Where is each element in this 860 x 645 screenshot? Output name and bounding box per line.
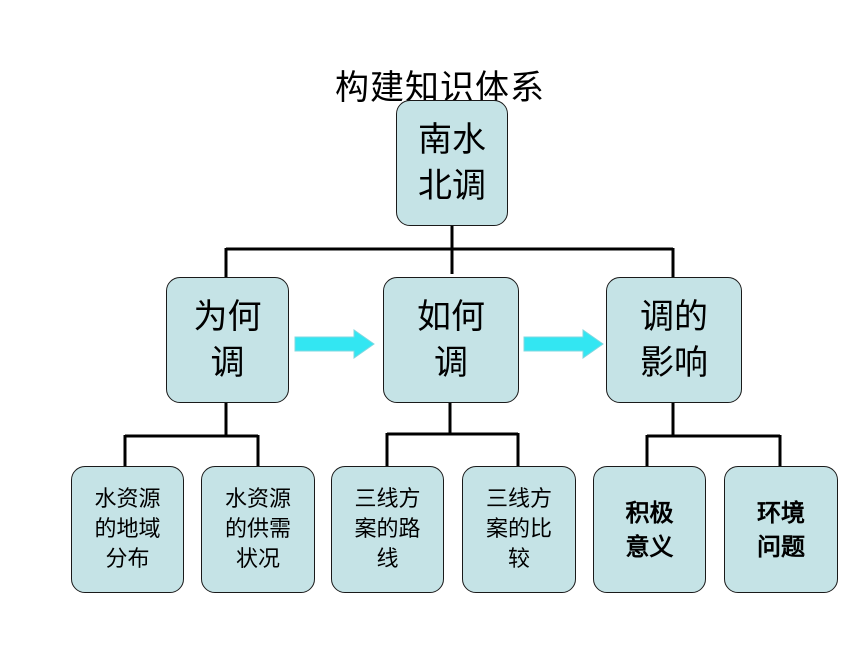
- node-root: 南水北调: [396, 100, 508, 226]
- node-level1-impact-label: 调的影响: [640, 297, 708, 383]
- node-leaf-water-distribution: 水资源的地域分布: [71, 466, 184, 593]
- node-leaf-three-routes: 三线方案的路线: [331, 466, 444, 593]
- node-leaf-three-compare: 三线方案的比较: [462, 466, 576, 593]
- node-leaf-water-distribution-label: 水资源的地域分布: [94, 486, 161, 572]
- node-root-label: 南水北调: [418, 120, 486, 206]
- node-leaf-positive-label: 积极意义: [625, 498, 674, 561]
- node-leaf-three-compare-label: 三线方案的比较: [485, 486, 552, 572]
- node-leaf-positive: 积极意义: [593, 466, 706, 593]
- flow-arrow-1: [294, 329, 375, 359]
- node-leaf-water-supply-demand-label: 水资源的供需状况: [224, 486, 291, 572]
- node-leaf-environment: 环境问题: [724, 466, 838, 593]
- node-level1-how-label: 如何调: [417, 297, 485, 383]
- node-leaf-water-supply-demand: 水资源的供需状况: [201, 466, 315, 593]
- node-level1-why: 为何调: [166, 277, 289, 403]
- node-leaf-three-routes-label: 三线方案的路线: [354, 486, 421, 572]
- node-level1-why-label: 为何调: [193, 297, 262, 383]
- node-leaf-environment-label: 环境问题: [757, 498, 805, 561]
- node-level1-how: 如何调: [383, 277, 519, 403]
- flow-arrow-2: [523, 329, 604, 359]
- node-level1-impact: 调的影响: [606, 277, 742, 403]
